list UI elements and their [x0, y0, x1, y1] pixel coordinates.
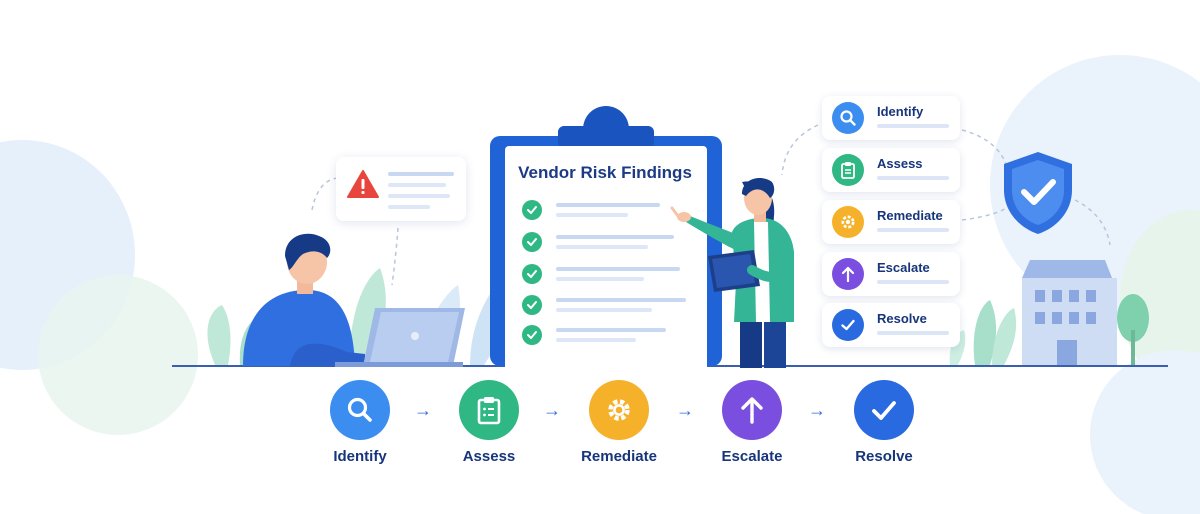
gear-icon	[832, 206, 864, 238]
woman-with-tablet-figure	[670, 178, 794, 368]
step-card-label: Escalate	[877, 260, 930, 275]
flow-label-remediate: Remediate	[581, 448, 657, 465]
finding-row	[522, 200, 697, 222]
arrow-up-icon	[832, 258, 864, 290]
alert-line	[388, 183, 446, 187]
finding-line	[556, 338, 636, 342]
clipboard-clip-base	[558, 126, 654, 148]
gear-icon	[608, 399, 630, 421]
step-card-resolve: Resolve	[822, 303, 960, 347]
step-card-assess: Assess	[822, 148, 960, 192]
magnifier-icon	[832, 102, 864, 134]
finding-line	[556, 267, 680, 271]
clipboard-icon	[832, 154, 864, 186]
step-card-line	[877, 228, 949, 232]
flow-arrow-icon: →	[676, 400, 694, 420]
flow-step-remediate	[589, 380, 649, 440]
step-card-identify: Identify	[822, 96, 960, 140]
finding-row	[522, 232, 697, 254]
finding-line	[556, 235, 674, 239]
checkmark-icon	[522, 232, 542, 252]
finding-line	[556, 245, 648, 249]
flow-step-assess	[459, 380, 519, 440]
bg-blob-left-green	[38, 275, 198, 435]
checkmark-icon	[522, 264, 542, 284]
flow-step-identify	[330, 380, 390, 440]
warning-icon	[347, 170, 379, 198]
step-card-escalate: Escalate	[822, 252, 960, 296]
step-card-line	[877, 280, 949, 284]
flow-label-identify: Identify	[333, 448, 387, 465]
finding-line	[556, 298, 686, 302]
finding-line	[556, 308, 652, 312]
step-card-label: Identify	[877, 104, 924, 119]
step-card-line	[877, 124, 949, 128]
step-card-label: Remediate	[877, 208, 943, 223]
checkmark-icon	[832, 309, 864, 341]
arrow-up-icon	[741, 397, 763, 424]
flow-label-escalate: Escalate	[721, 448, 783, 465]
alert-line	[388, 194, 450, 198]
flow-arrow-icon: →	[543, 400, 561, 420]
finding-line	[556, 328, 666, 332]
magnifier-icon	[347, 397, 372, 422]
alert-card	[336, 157, 466, 221]
step-card-label: Resolve	[877, 311, 927, 326]
checkmark-icon	[522, 200, 542, 220]
finding-line	[556, 277, 644, 281]
finding-row	[522, 264, 697, 286]
flow-step-escalate	[722, 380, 782, 440]
step-card-remediate: Remediate	[822, 200, 960, 244]
clipboard-icon	[477, 397, 501, 425]
flow-arrow-icon: →	[414, 400, 432, 420]
finding-line	[556, 203, 660, 207]
finding-line	[556, 213, 628, 217]
flow-arrow-icon: →	[808, 400, 826, 420]
checkmark-icon	[872, 401, 896, 420]
flow-label-resolve: Resolve	[855, 448, 913, 465]
step-card-line	[877, 176, 949, 180]
step-card-line	[877, 331, 949, 335]
alert-line	[388, 205, 430, 209]
card-title: Vendor Risk Findings	[518, 163, 692, 182]
checkmark-icon	[522, 325, 542, 345]
flow-label-assess: Assess	[462, 448, 516, 465]
shield-check-icon	[1004, 152, 1072, 234]
alert-line	[388, 172, 454, 176]
man-with-laptop-figure	[243, 233, 465, 367]
checkmark-icon	[522, 295, 542, 315]
finding-row	[522, 325, 697, 347]
finding-row	[522, 295, 697, 317]
flow-step-resolve	[854, 380, 914, 440]
step-card-label: Assess	[877, 156, 923, 171]
